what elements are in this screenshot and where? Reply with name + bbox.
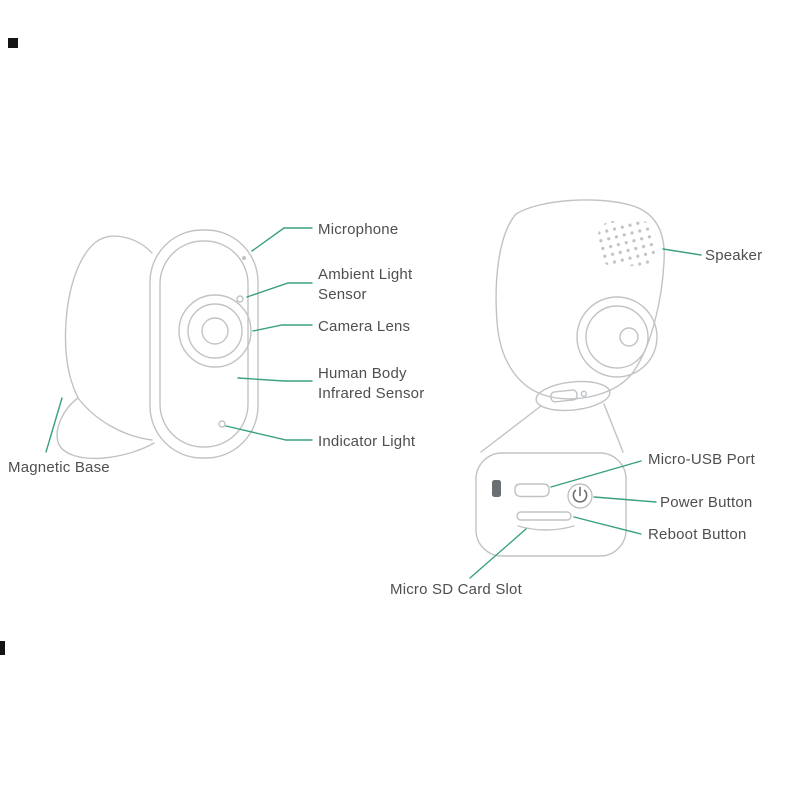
label-microphone: Microphone <box>318 221 399 238</box>
microphone-hole-drawing <box>242 256 246 260</box>
zoom-line-left <box>480 405 542 453</box>
leader-speaker <box>662 248 702 256</box>
label-speaker: Speaker <box>705 247 763 264</box>
micro-usb-port-drawing <box>514 483 550 498</box>
leader-lines <box>45 227 702 579</box>
leader-camera-lens <box>252 324 313 332</box>
camera-lens-drawing <box>178 294 252 368</box>
power-button-drawing <box>567 483 593 509</box>
leader-power-button <box>593 496 657 503</box>
leader-micro-usb-port <box>550 460 642 488</box>
reboot-button-drawing <box>516 511 572 521</box>
front-camera-drawing <box>56 229 259 460</box>
label-magnetic-base: Magnetic Base <box>8 459 110 476</box>
micro-sd-slot-drawing <box>517 525 575 531</box>
label-human-body-infrared-sensor: Human Body Infrared Sensor <box>318 365 425 402</box>
ambient-light-sensor-drawing <box>236 295 244 303</box>
label-micro-usb-port: Micro-USB Port <box>648 451 755 468</box>
zoom-line-right <box>603 403 624 453</box>
back-camera-drawing <box>480 199 665 453</box>
leader-indicator-light <box>225 425 313 441</box>
leader-micro-sd-card-slot <box>469 528 527 579</box>
label-indicator-light: Indicator Light <box>318 433 416 450</box>
port-detail-drawing <box>475 452 627 557</box>
leader-magnetic-base <box>45 397 63 453</box>
label-camera-lens: Camera Lens <box>318 318 411 335</box>
leader-microphone <box>251 227 313 252</box>
indicator-light-drawing <box>218 420 226 428</box>
label-micro-sd-card-slot: Micro SD Card Slot <box>390 581 522 598</box>
speaker-drawing <box>598 221 656 266</box>
leader-human-body-infrared-sensor <box>237 377 313 382</box>
edge-mark-left <box>0 641 5 655</box>
leader-reboot-button <box>573 516 642 535</box>
bottom-port-recess-drawing <box>535 380 611 412</box>
power-icon <box>572 489 588 503</box>
corner-mark-top <box>8 38 18 48</box>
label-power-button: Power Button <box>660 494 753 511</box>
label-ambient-light-sensor: Ambient Light Sensor <box>318 266 413 303</box>
leader-ambient-light-sensor <box>246 282 313 298</box>
label-reboot-button: Reboot Button <box>648 526 747 543</box>
